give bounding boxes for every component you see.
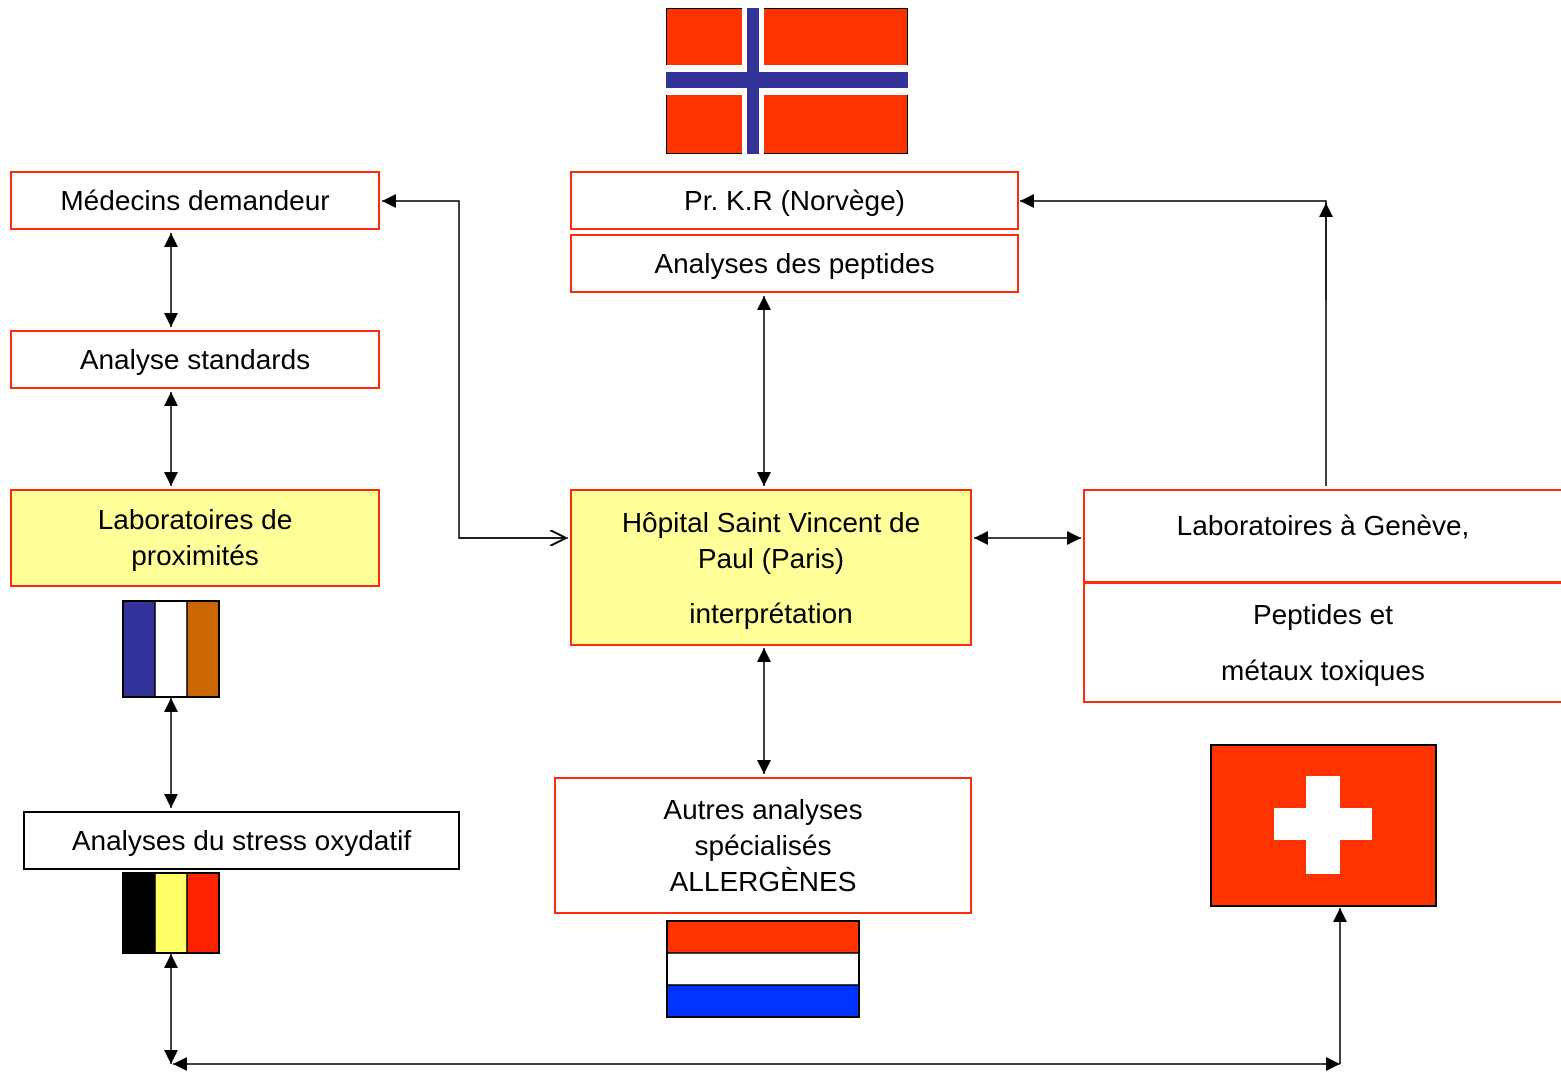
labo-proximite-box: Laboratoires de proximités bbox=[10, 489, 380, 587]
hopital-line1: Hôpital Saint Vincent de bbox=[621, 507, 921, 538]
medecins-label: Médecins demandeur bbox=[60, 184, 330, 216]
arrow-geneve-norvege bbox=[1020, 194, 1327, 486]
hopital-line2: Paul (Paris) bbox=[697, 543, 845, 574]
geneve-detail-section: Peptides et métaux toxiques bbox=[1085, 584, 1561, 701]
geneve-box: Laboratoires à Genève, Peptides et métau… bbox=[1083, 489, 1561, 703]
belgium-flag bbox=[122, 872, 220, 954]
medecins-box: Médecins demandeur bbox=[10, 171, 380, 230]
switzerland-flag bbox=[1210, 744, 1437, 907]
stress-box: Analyses du stress oxydatif bbox=[23, 811, 460, 870]
geneve-line1: Peptides et bbox=[1252, 598, 1394, 630]
netherlands-flag bbox=[666, 920, 860, 1018]
analyse-standards-label: Analyse standards bbox=[79, 343, 311, 375]
labo-proximite-line1: Laboratoires de bbox=[97, 504, 293, 535]
geneve-title-section: Laboratoires à Genève, bbox=[1085, 491, 1561, 584]
france-flag bbox=[122, 600, 220, 698]
geneve-title: Laboratoires à Genève, bbox=[1176, 510, 1470, 541]
stress-label: Analyses du stress oxydatif bbox=[71, 824, 412, 856]
hopital-box: Hôpital Saint Vincent de Paul (Paris) in… bbox=[570, 489, 972, 646]
norvege-label: Pr. K.R (Norvège) bbox=[684, 184, 905, 216]
arrow-hopital-medecins bbox=[382, 194, 568, 539]
peptides-box: Analyses des peptides bbox=[570, 234, 1019, 293]
autres-box: Autres analyses spécialisés ALLERGÈNES bbox=[554, 777, 972, 914]
labo-proximite-line2: proximités bbox=[131, 540, 259, 571]
norvege-box: Pr. K.R (Norvège) bbox=[570, 171, 1019, 230]
hopital-line3: interprétation bbox=[689, 598, 853, 629]
analyse-standards-box: Analyse standards bbox=[10, 330, 380, 389]
geneve-line2: métaux toxiques bbox=[1221, 654, 1425, 686]
autres-line1: Autres analyses bbox=[663, 793, 863, 825]
norway-flag bbox=[666, 8, 908, 154]
autres-line3: ALLERGÈNES bbox=[669, 865, 857, 897]
autres-line2: spécialisés bbox=[694, 829, 832, 861]
peptides-label: Analyses des peptides bbox=[654, 247, 935, 279]
